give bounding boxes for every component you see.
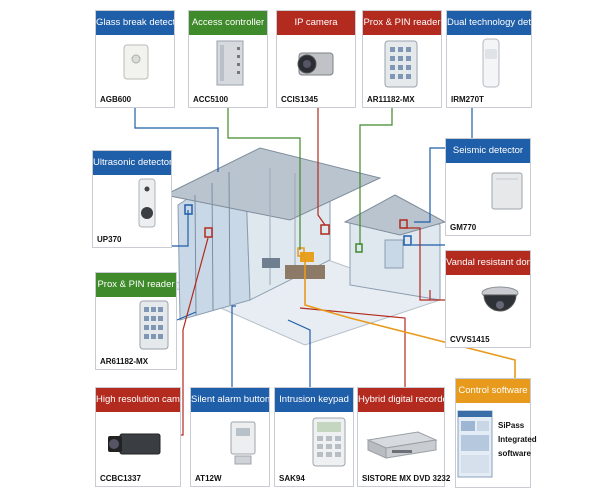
- card-prox-pin-reader-left: Prox & PIN reader AR61182-MX: [95, 272, 177, 370]
- card-title: Hybrid digital recorder: [358, 388, 444, 412]
- card-ultrasonic-detector: Ultrasonic detector UP370: [92, 150, 172, 248]
- card-vandal-resistant-dome: Vandal resistant dome CVVS1415: [445, 250, 531, 348]
- card-model: UP370: [97, 235, 122, 244]
- card-title: Control software: [456, 379, 530, 403]
- card-seismic-detector: Seismic detector GM770: [445, 138, 531, 236]
- card-title: Intrusion keypad: [275, 388, 353, 412]
- box-camera-icon: [108, 433, 161, 455]
- card-model: AGB600: [100, 95, 132, 104]
- access-controller-icon: [216, 40, 244, 86]
- card-hybrid-digital-recorder: Hybrid digital recorder SISTORE MX DVD 3…: [357, 387, 450, 487]
- card-title: Seismic detector: [446, 139, 530, 163]
- ultrasonic-detector-icon: [138, 178, 156, 228]
- card-prox-pin-reader-top: Prox & PIN reader AR11182-MX: [362, 10, 442, 108]
- card-model: AT12W: [195, 474, 222, 483]
- card-access-controller: Access controller ACC5100: [188, 10, 268, 108]
- card-model: CCBC1337: [100, 474, 141, 483]
- software-line-1: SiPass: [498, 421, 525, 430]
- card-title: Ultrasonic detector: [93, 151, 171, 175]
- card-model: CCIS1345: [281, 95, 318, 104]
- card-title: Dual technology detector: [447, 11, 531, 35]
- software-text: SiPass Integrated software: [498, 419, 537, 461]
- card-title: Glass break detector: [96, 11, 174, 35]
- card-model: ACC5100: [193, 95, 229, 104]
- card-silent-alarm-button: Silent alarm button AT12W: [190, 387, 270, 487]
- software-line-2: Integrated: [498, 435, 537, 444]
- motion-detector-icon: [482, 38, 500, 88]
- card-dual-technology-detector: Dual technology detector IRM270T: [446, 10, 532, 108]
- card-title: Access controller: [189, 11, 267, 35]
- dome-camera-icon: [481, 286, 519, 312]
- card-glass-break-detector: Glass break detector AGB600: [95, 10, 175, 108]
- software-line-3: software: [498, 449, 531, 458]
- card-model: SAK94: [279, 474, 305, 483]
- card-high-resolution-camera: High resolution camera CCBC1337: [95, 387, 181, 487]
- card-ip-camera: IP camera CCIS1345: [276, 10, 356, 108]
- card-title: High resolution camera: [96, 388, 180, 412]
- seismic-detector-icon: [491, 172, 523, 210]
- card-model: AR11182-MX: [367, 95, 415, 104]
- card-title: Vandal resistant dome: [446, 251, 530, 275]
- card-title: IP camera: [277, 11, 355, 35]
- card-model: GM770: [450, 223, 477, 232]
- card-model: IRM270T: [451, 95, 484, 104]
- card-intrusion-keypad: Intrusion keypad SAK94: [274, 387, 354, 487]
- card-model: AR61182-MX: [100, 357, 149, 366]
- intrusion-keypad-icon: [312, 417, 346, 467]
- ip-camera-icon: [297, 52, 334, 76]
- alarm-button-icon: [230, 421, 256, 465]
- digital-recorder-icon: [366, 431, 438, 459]
- card-model: CVVS1415: [450, 335, 490, 344]
- glass-break-detector-icon: [123, 44, 149, 80]
- keypad-reader-icon: [139, 300, 169, 350]
- card-model: SISTORE MX DVD 3232: [362, 474, 451, 483]
- keypad-reader-icon: [384, 40, 418, 88]
- card-title: Silent alarm button: [191, 388, 269, 412]
- software-screenshot-icon: [457, 410, 493, 478]
- card-title: Prox & PIN reader: [363, 11, 441, 35]
- card-control-software: Control software SiPass Integrated softw…: [455, 378, 537, 488]
- card-title: Prox & PIN reader: [96, 273, 176, 297]
